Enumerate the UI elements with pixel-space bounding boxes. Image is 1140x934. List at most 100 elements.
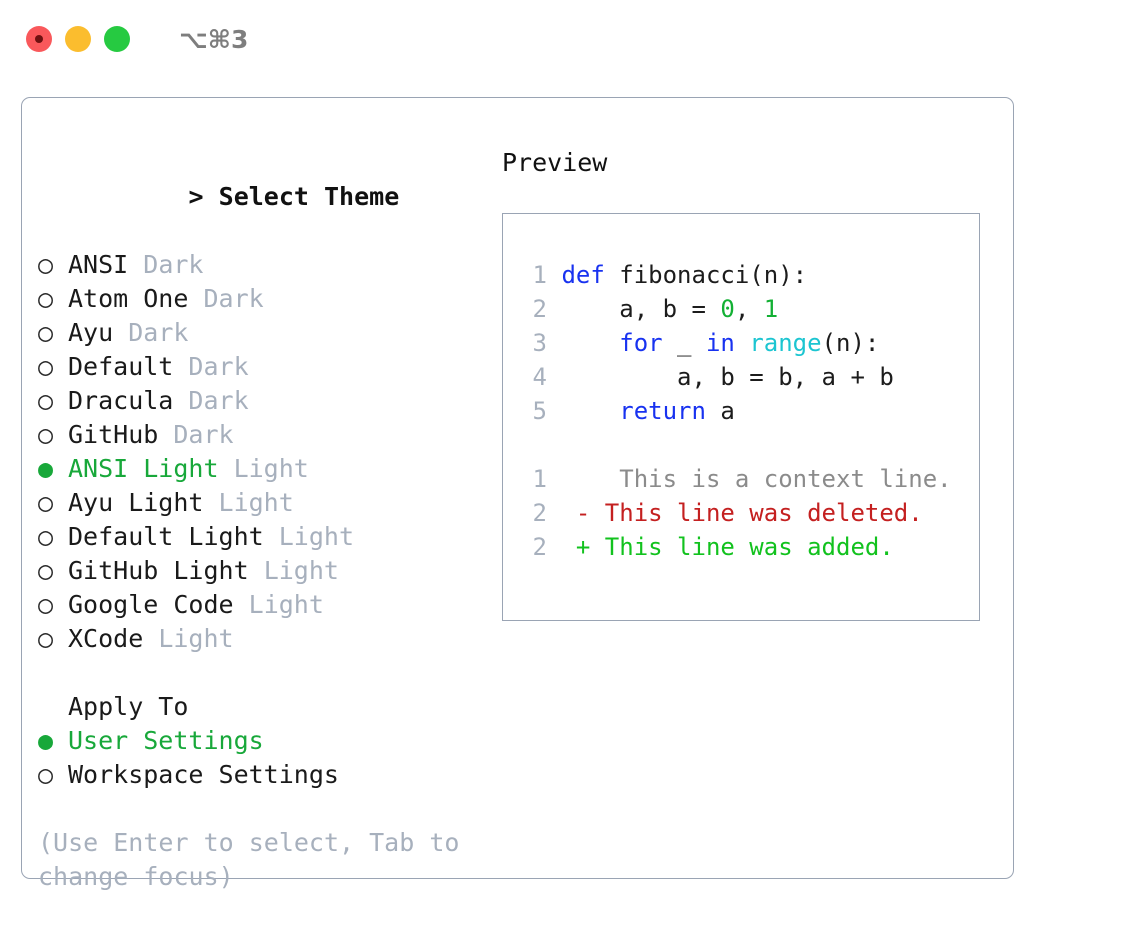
radio-unselected-icon: ○ [38, 250, 54, 279]
radio-unselected-icon: ○ [38, 352, 54, 381]
diff-line-number: 2 [532, 499, 547, 527]
diff-line: 2 - This line was deleted. [521, 496, 979, 530]
theme-option-category: Dark [173, 420, 234, 449]
code-token-kw: def [561, 261, 605, 289]
theme-option-name: ANSI Light [68, 454, 219, 483]
theme-option-category: Light [278, 522, 354, 551]
radio-unselected-icon: ○ [38, 488, 54, 517]
close-window-button[interactable] [26, 26, 52, 52]
code-diff-separator [521, 428, 979, 462]
apply-to-option[interactable]: ● User Settings [38, 724, 502, 758]
radio-unselected-icon: ○ [38, 318, 54, 347]
theme-option[interactable]: ○ANSI Dark [38, 248, 502, 282]
code-token-idt: a [705, 397, 735, 425]
theme-picker-column: > Select Theme ○ANSI Dark○Atom One Dark○… [22, 98, 502, 891]
theme-option-name: Google Code [68, 590, 234, 619]
window-controls [26, 26, 130, 52]
theme-option-name: GitHub Light [68, 556, 249, 585]
theme-option[interactable]: ○Dracula Dark [38, 384, 502, 418]
code-line: 1 def fibonacci(n): [521, 258, 979, 292]
theme-option[interactable]: ○Atom One Dark [38, 282, 502, 316]
diff-line-text: This is a context line. [590, 465, 952, 493]
theme-option-category: Light [233, 454, 309, 483]
code-token-idt [735, 329, 749, 357]
theme-option-category: Dark [203, 284, 264, 313]
minimize-window-button[interactable] [65, 26, 91, 52]
radio-unselected-icon: ○ [38, 522, 54, 551]
theme-option[interactable]: ○ Default Light Light [38, 520, 502, 554]
theme-option-name: Atom One [68, 284, 189, 313]
radio-unselected-icon: ○ [38, 590, 54, 619]
theme-option-name: GitHub [68, 420, 159, 449]
code-token-kw: in [705, 329, 735, 357]
theme-option-name: Default Light [68, 522, 264, 551]
keyboard-shortcut-label: ⌥⌘3 [179, 24, 249, 54]
code-line-number: 3 [532, 329, 547, 357]
theme-option[interactable]: ○ Google Code Light [38, 588, 502, 622]
maximize-window-button[interactable] [104, 26, 130, 52]
code-token-idt: fibonacci(n): [604, 261, 808, 289]
diff-marker [576, 465, 590, 493]
diff-sample-block: 1 This is a context line.2 - This line w… [521, 462, 979, 564]
code-token-idt [561, 329, 619, 357]
theme-option-category: Dark [143, 250, 204, 279]
code-line: 2 a, b = 0, 1 [521, 292, 979, 326]
radio-selected-icon: ● [38, 454, 54, 483]
list-spacer [38, 656, 502, 690]
code-token-kw: return [619, 397, 706, 425]
code-token-kw: for [619, 329, 663, 357]
diff-line-number: 1 [532, 465, 547, 493]
theme-option-name: Dracula [68, 386, 174, 415]
radio-selected-icon: ● [38, 726, 54, 755]
code-line-number: 2 [532, 295, 547, 323]
diff-line: 2 + This line was added. [521, 530, 979, 564]
theme-option-category: Light [248, 590, 324, 619]
theme-option[interactable]: ○Default Dark [38, 350, 502, 384]
code-token-idt: _ [662, 329, 706, 357]
apply-to-option[interactable]: ○ Workspace Settings [38, 758, 502, 792]
code-line-number: 5 [532, 397, 547, 425]
preview-title: Preview [502, 148, 608, 177]
diff-line: 1 This is a context line. [521, 462, 979, 496]
theme-option[interactable]: ● ANSI Light Light [38, 452, 502, 486]
preview-column: Preview 1 def fibonacci(n):2 a, b = 0, 1… [502, 98, 1013, 878]
code-token-idt [561, 397, 619, 425]
diff-line-text: This line was deleted. [590, 499, 923, 527]
radio-unselected-icon: ○ [38, 760, 54, 789]
hint-spacer [38, 792, 502, 826]
theme-option-category: Light [158, 624, 234, 653]
theme-option[interactable]: ○ Ayu Light Light [38, 486, 502, 520]
theme-option[interactable]: ○GitHub Light Light [38, 554, 502, 588]
diff-line-number: 2 [532, 533, 547, 561]
main-panel: > Select Theme ○ANSI Dark○Atom One Dark○… [21, 97, 1014, 891]
prompt-caret-icon: > [188, 182, 204, 211]
theme-option-category: Dark [188, 386, 249, 415]
select-theme-heading: > Select Theme [38, 146, 502, 248]
code-line-number: 1 [532, 261, 547, 289]
code-token-num: 1 [763, 295, 779, 323]
code-token-idt: (n): [821, 329, 880, 357]
diff-line-text: This line was added. [590, 533, 894, 561]
theme-option-name: XCode [68, 624, 144, 653]
theme-option[interactable]: ○ XCode Light [38, 622, 502, 656]
theme-option-category: Dark [188, 352, 249, 381]
theme-option-category: Light [218, 488, 294, 517]
diff-marker: - [575, 499, 591, 527]
code-token-idt: a, b = b, a + b [561, 363, 894, 391]
code-token-idt: a, b = [561, 295, 721, 323]
apply-to-option-name: User Settings [68, 726, 264, 755]
apply-to-list: ● User Settings ○ Workspace Settings [38, 724, 502, 792]
keyboard-hint-text: (Use Enter to select, Tab to change focu… [38, 828, 460, 891]
code-token-idt: , [734, 295, 764, 323]
theme-option-name: Ayu Light [68, 488, 204, 517]
theme-option[interactable]: ○GitHub Dark [38, 418, 502, 452]
apply-to-option-name: Workspace Settings [68, 760, 339, 789]
theme-option-category: Light [263, 556, 339, 585]
select-theme-heading-label: Select Theme [218, 182, 400, 211]
apply-to-heading: Apply To [68, 692, 189, 721]
radio-unselected-icon: ○ [38, 624, 54, 653]
theme-option[interactable]: ○Ayu Dark [38, 316, 502, 350]
